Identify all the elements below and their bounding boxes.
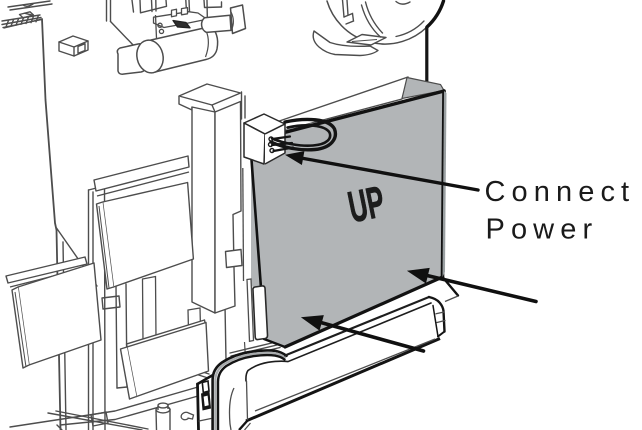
svg-text:Power: Power — [486, 214, 599, 246]
svg-text:Connect: Connect — [485, 176, 636, 208]
